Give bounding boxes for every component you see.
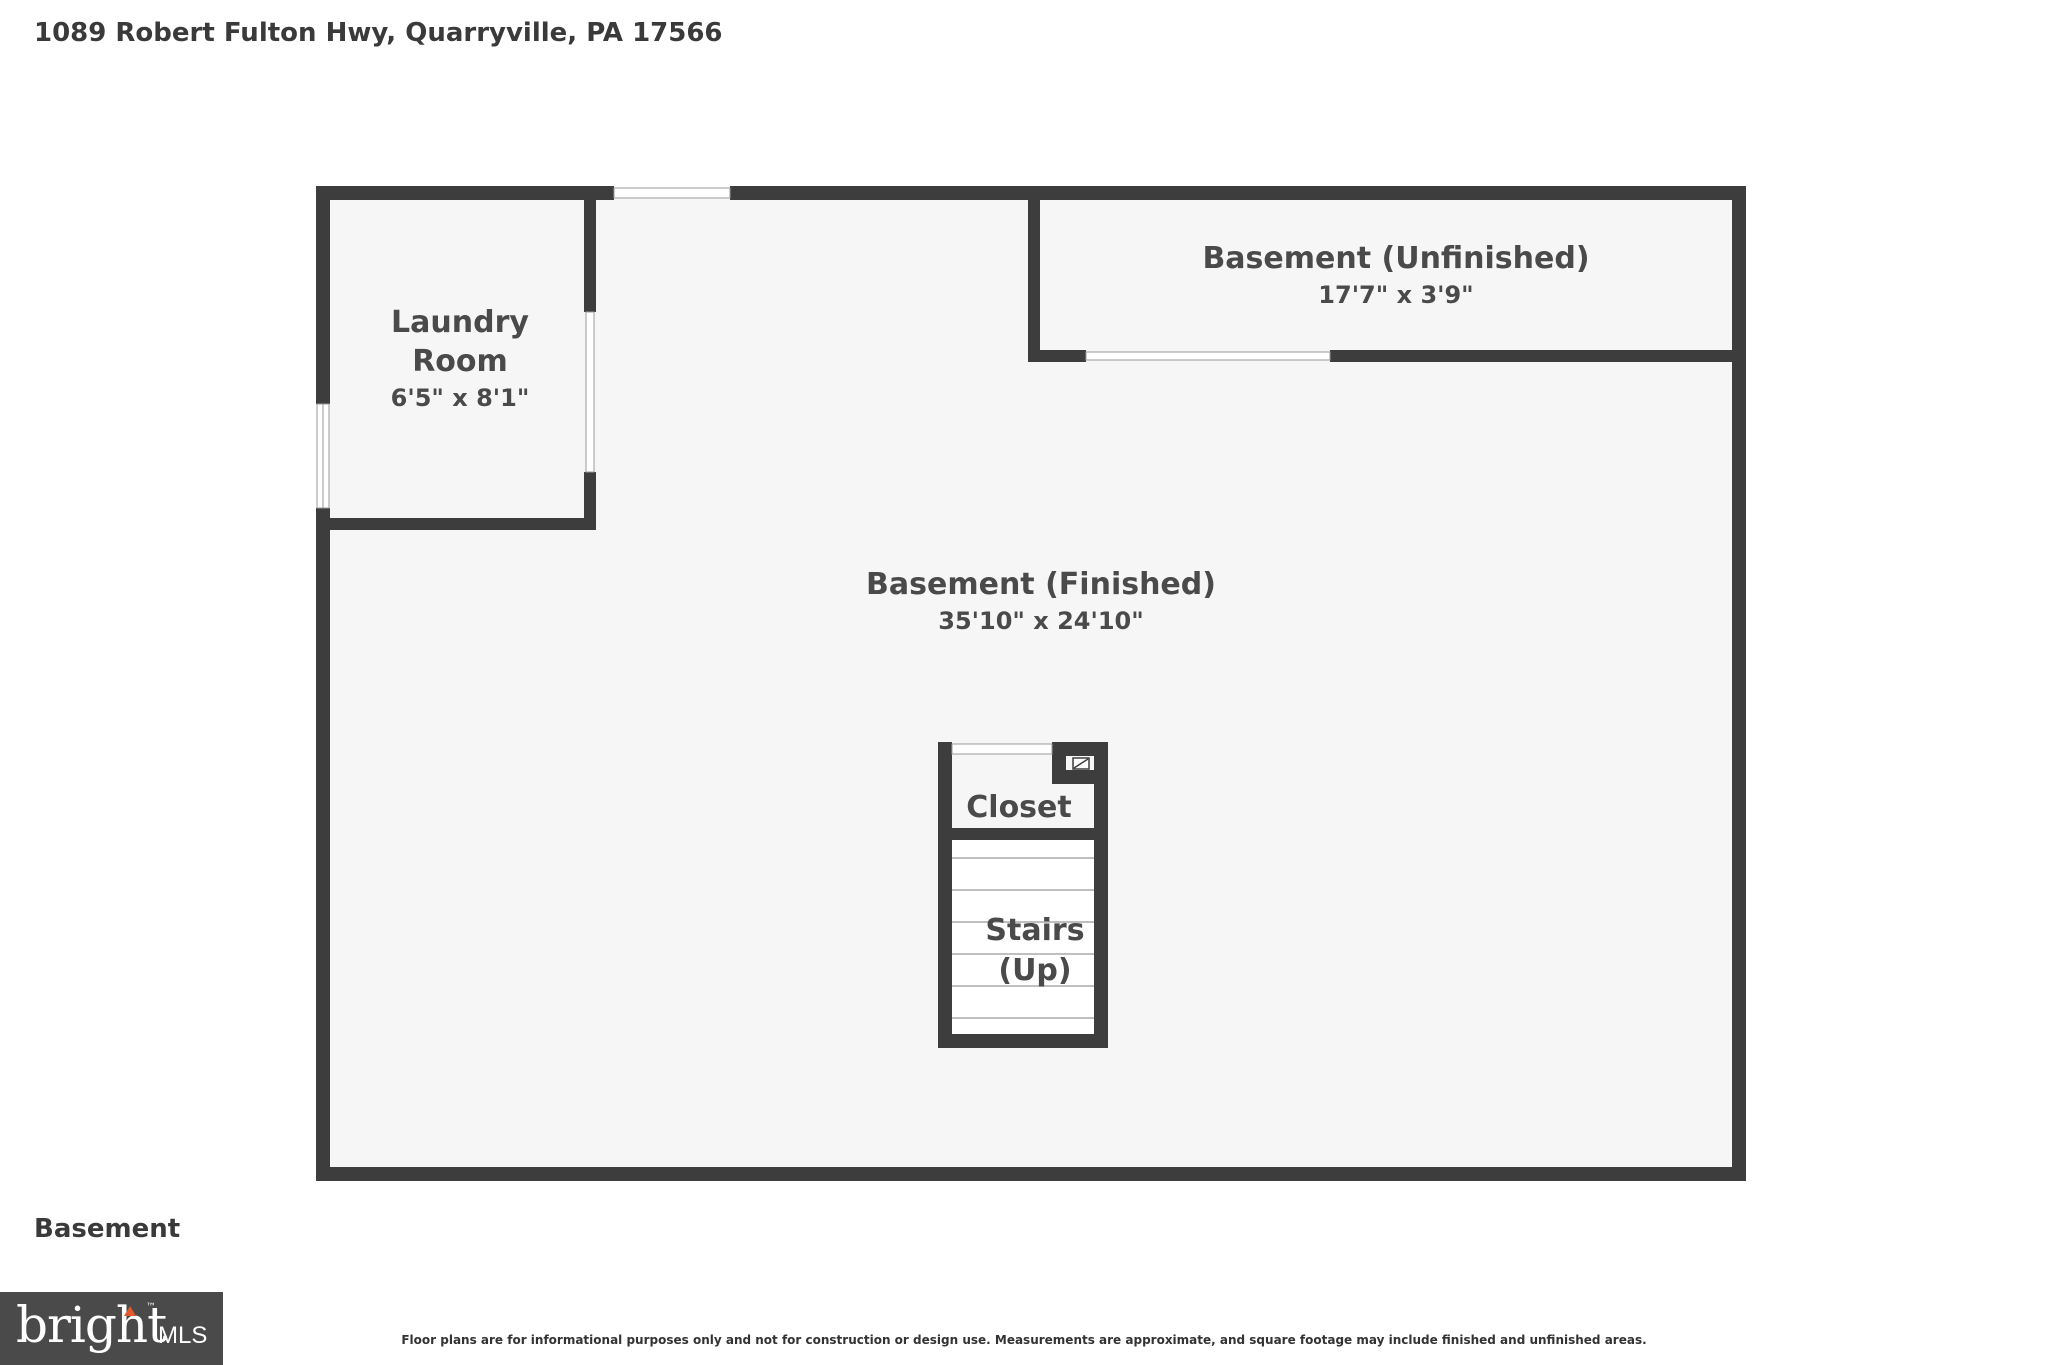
stair-treads <box>952 857 1094 1019</box>
stairs-name-2: (Up) <box>998 953 1071 988</box>
window-top <box>613 187 731 199</box>
stairs-fill <box>952 840 1094 1034</box>
disclaimer: Floor plans are for informational purpos… <box>401 1333 1647 1347</box>
laundry-walls <box>324 194 596 530</box>
unfinished-dims: 17'7" x 3'9" <box>1318 281 1473 309</box>
outer-walls <box>316 186 1746 1181</box>
logo-accent-icon <box>124 1306 136 1316</box>
laundry-room-dims: 6'5" x 8'1" <box>391 384 530 412</box>
closet-door <box>951 743 1053 755</box>
laundry-room-name-2: Room <box>412 344 508 379</box>
closet-stairs-walls <box>938 742 1108 1048</box>
unfinished-name: Basement (Unfinished) <box>1202 241 1589 276</box>
laundry-door-opening <box>585 311 595 473</box>
logo-trademark: ™ <box>146 1302 156 1313</box>
laundry-room-name-1: Laundry <box>391 305 529 340</box>
unfinished-walls <box>1028 194 1740 362</box>
stairs-name-1: Stairs <box>985 913 1084 948</box>
property-address: 1089 Robert Fulton Hwy, Quarryville, PA … <box>34 18 723 48</box>
logo-suffix: MLS <box>158 1322 208 1349</box>
logo-word: bright <box>16 1296 167 1354</box>
finished-name: Basement (Finished) <box>866 567 1216 602</box>
closet-name: Closet <box>966 790 1071 825</box>
floor-name: Basement <box>34 1214 181 1244</box>
unfinished-opening <box>1085 351 1331 361</box>
finished-dims: 35'10" x 24'10" <box>938 607 1144 635</box>
bright-mls-logo: bright ™ MLS <box>0 1292 223 1365</box>
